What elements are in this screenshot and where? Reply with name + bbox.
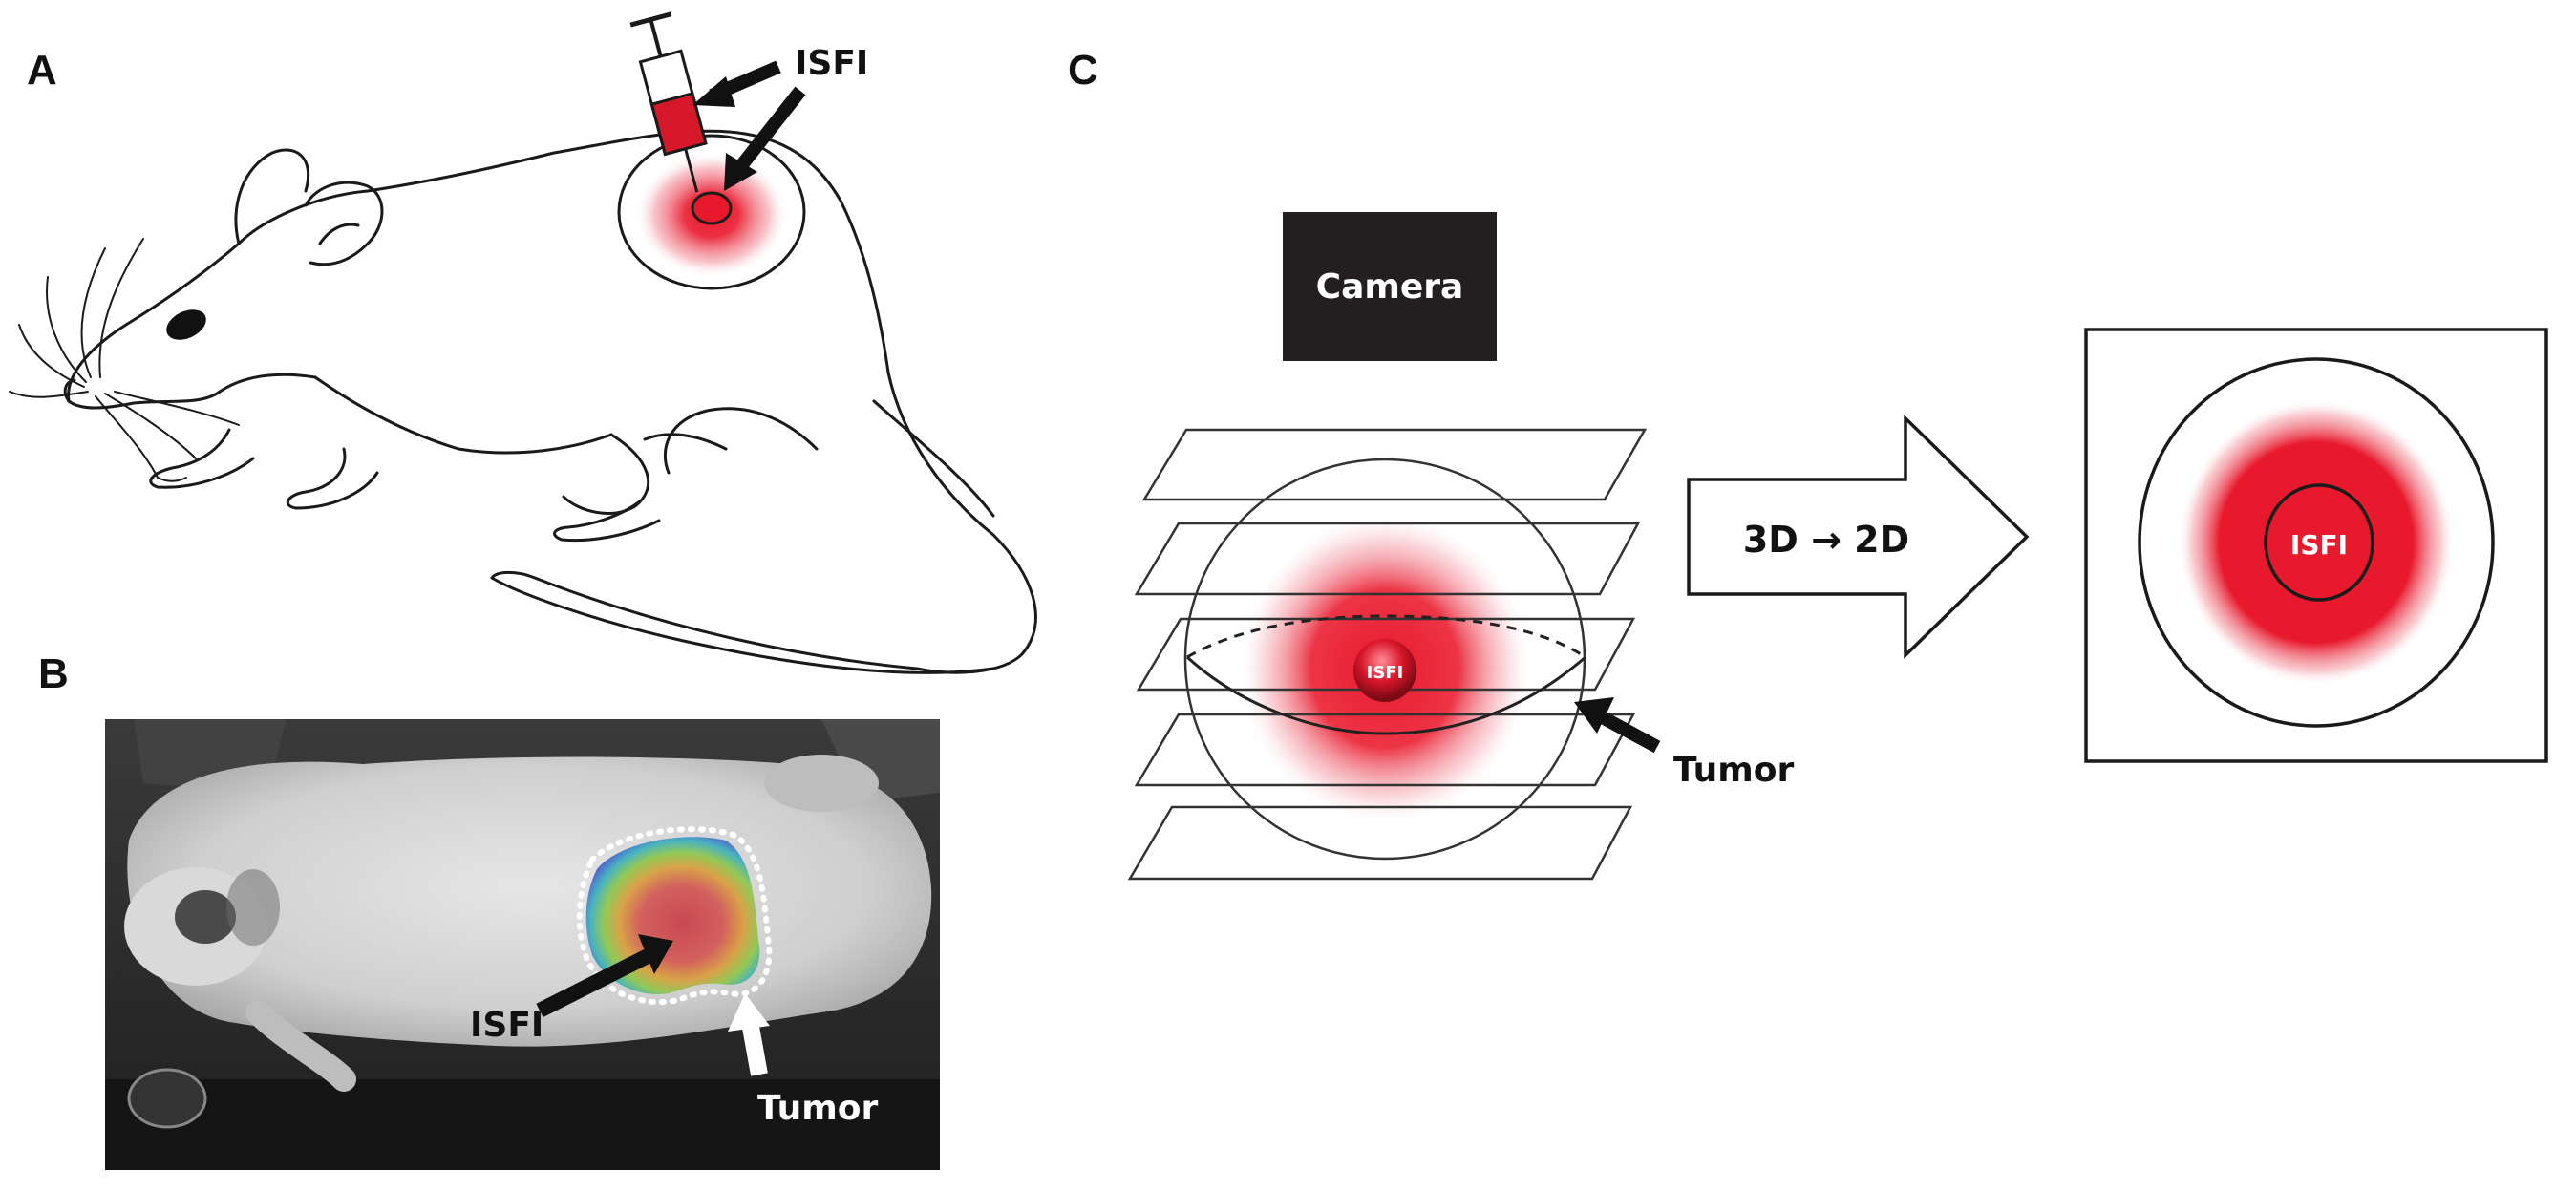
- projection-label: 3D → 2D: [1743, 519, 1909, 561]
- isfi-implant: [691, 191, 733, 225]
- panel-c-letter: C: [1068, 47, 1098, 94]
- panel-c-tumor-label: Tumor: [1673, 751, 1794, 790]
- syringe-icon: [629, 11, 708, 193]
- arrow-icon: [692, 60, 781, 107]
- imaging-planes: [1127, 428, 1648, 881]
- imaging-plane: [1141, 428, 1648, 501]
- arrow-icon: [1574, 697, 1661, 754]
- projected-isfi-outline: [2264, 483, 2374, 602]
- projection-isfi-label: ISFI: [2290, 529, 2348, 561]
- imaging-plane: [1134, 713, 1636, 787]
- panel-b-letter: B: [38, 650, 69, 697]
- mouse-illustration: [9, 129, 1037, 674]
- projected-isfi-glow: [2178, 399, 2455, 686]
- arrow-icon: [724, 86, 806, 191]
- fluorescence-photo: [105, 719, 940, 1170]
- imaging-plane: [1127, 805, 1633, 881]
- projection-arrow: [1687, 414, 2030, 660]
- camera-label: Camera: [1316, 267, 1464, 307]
- imaging-plane: [1134, 522, 1641, 596]
- sphere-isfi-label: ISFI: [1367, 663, 1404, 683]
- panel-b-tumor-label: Tumor: [757, 1089, 878, 1128]
- camera-box: [1283, 212, 1497, 361]
- imaging-plane: [1136, 617, 1636, 692]
- arrow-icon: [728, 993, 770, 1076]
- panel-a-isfi-label: ISFI: [795, 44, 868, 83]
- panel-a-letter: A: [27, 47, 57, 94]
- projected-tumor-outline: [2138, 357, 2495, 728]
- arrow-icon: [536, 934, 673, 1018]
- tumor-slice-front: [1185, 655, 1586, 735]
- isfi-bead: [1353, 639, 1416, 702]
- panel-b-isfi-label: ISFI: [470, 1006, 543, 1045]
